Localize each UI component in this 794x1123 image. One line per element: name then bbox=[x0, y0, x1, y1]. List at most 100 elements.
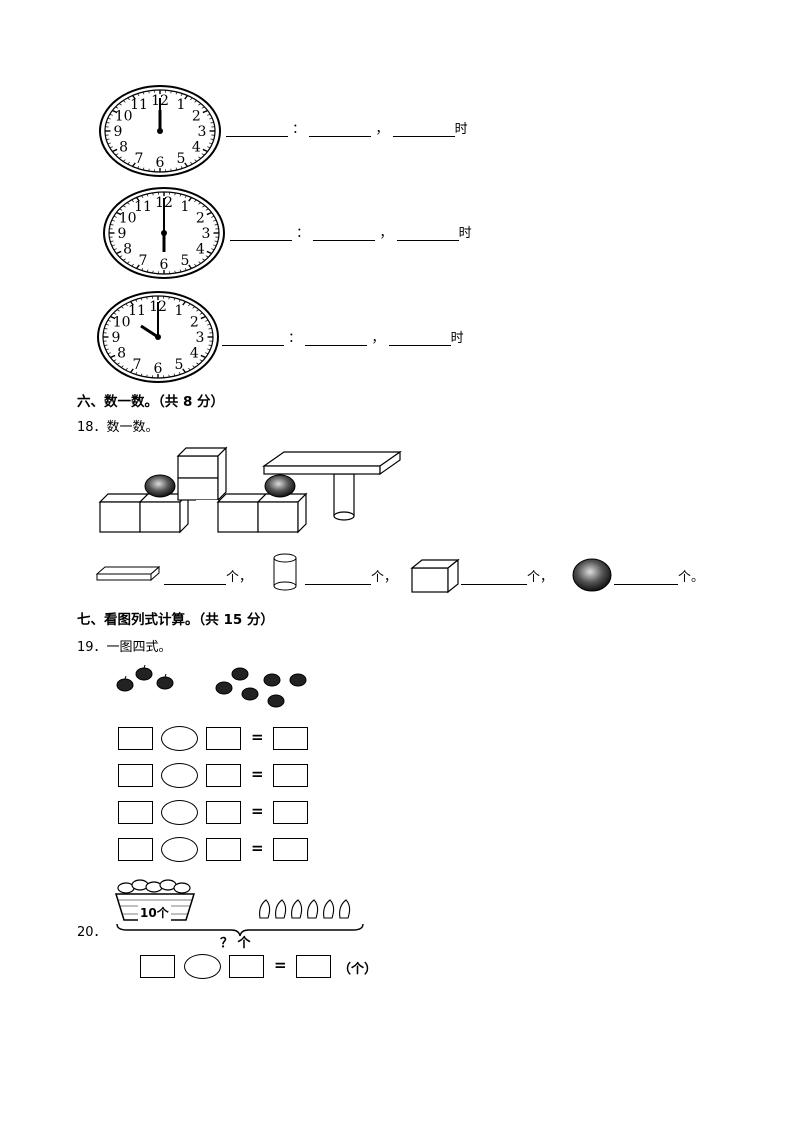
clock-tick bbox=[202, 148, 208, 153]
operator-oval[interactable] bbox=[161, 726, 198, 751]
clock-tick bbox=[182, 301, 187, 306]
answer-box[interactable] bbox=[118, 727, 153, 750]
clock-numeral: 2 bbox=[192, 109, 201, 125]
answer-box[interactable] bbox=[206, 838, 241, 861]
clock-numeral: 1 bbox=[175, 303, 184, 319]
total-question: ？ 个 bbox=[220, 936, 251, 951]
clock-tick bbox=[126, 261, 130, 264]
cube-icon bbox=[410, 558, 460, 594]
clock-tick bbox=[196, 309, 200, 312]
clock-tick bbox=[116, 362, 120, 365]
clock-tick bbox=[199, 312, 203, 315]
clock-tick bbox=[206, 250, 212, 255]
clock-numeral: 2 bbox=[190, 315, 199, 331]
clock-numeral: 6 bbox=[156, 155, 165, 171]
clock-tick bbox=[141, 195, 144, 198]
operator-oval[interactable] bbox=[161, 800, 198, 825]
clock-tick bbox=[184, 195, 187, 198]
clock-tick bbox=[180, 93, 183, 96]
clock-numeral: 3 bbox=[196, 330, 205, 346]
section-6-title: 六、数一数。（共 8 分） bbox=[77, 394, 225, 410]
answer-box[interactable] bbox=[206, 727, 241, 750]
clock-tick bbox=[104, 328, 108, 330]
clock-tick bbox=[152, 192, 154, 196]
clock-tick bbox=[207, 323, 211, 326]
clock-tick bbox=[208, 328, 212, 330]
clock-numeral: 10 bbox=[119, 211, 137, 227]
clock-tick bbox=[141, 268, 144, 271]
clock-tick bbox=[119, 208, 123, 211]
clock-tick bbox=[174, 270, 176, 274]
clock-tick bbox=[107, 117, 111, 120]
unit-label: （个） bbox=[338, 962, 378, 977]
clock-tick bbox=[207, 348, 211, 351]
clock-numeral: 11 bbox=[134, 199, 152, 215]
answer-box[interactable] bbox=[229, 955, 264, 978]
clock-numeral: 6 bbox=[160, 257, 169, 273]
clock-tick bbox=[188, 367, 191, 371]
count-ball-answer: 个。 bbox=[614, 566, 704, 585]
answer-box[interactable] bbox=[273, 838, 308, 861]
clock-numeral: 9 bbox=[112, 330, 121, 346]
clock-tick bbox=[200, 354, 206, 359]
answer-box[interactable] bbox=[273, 764, 308, 787]
clock-tick bbox=[170, 168, 172, 172]
clock-tick bbox=[179, 193, 182, 197]
clock-numeral: 3 bbox=[202, 226, 211, 242]
operator-oval[interactable] bbox=[184, 954, 221, 979]
clock-tick bbox=[113, 248, 117, 251]
clock-tick bbox=[140, 297, 143, 301]
slab-icon bbox=[95, 565, 161, 582]
clock-tick bbox=[201, 106, 205, 109]
cylinder-icon bbox=[273, 553, 297, 591]
equals-sign: = bbox=[274, 956, 287, 974]
clock-tick bbox=[140, 373, 143, 377]
clock-tick bbox=[118, 156, 122, 159]
clock-tick bbox=[180, 166, 183, 169]
clock-numeral: 8 bbox=[117, 346, 126, 362]
clock-tick bbox=[107, 352, 111, 355]
clock-tick bbox=[106, 122, 110, 124]
answer-box[interactable] bbox=[140, 955, 175, 978]
answer-box[interactable] bbox=[273, 727, 308, 750]
clock-tick bbox=[146, 269, 149, 273]
clock-tick bbox=[109, 113, 113, 116]
clock-tick bbox=[194, 159, 198, 162]
operator-oval[interactable] bbox=[161, 763, 198, 788]
clock-tick bbox=[168, 296, 170, 300]
clock-tick bbox=[207, 146, 211, 149]
answer-box[interactable] bbox=[206, 764, 241, 787]
answer-box[interactable] bbox=[118, 801, 153, 824]
clock-tick bbox=[110, 224, 114, 226]
answer-box[interactable] bbox=[118, 764, 153, 787]
clock-tick bbox=[190, 97, 193, 101]
clock-tick bbox=[135, 197, 140, 202]
clock-tick bbox=[113, 312, 117, 315]
clock-tick bbox=[178, 372, 181, 375]
clock-numeral: 8 bbox=[123, 242, 132, 258]
block-structure-figure bbox=[98, 446, 402, 534]
section-7-title: 七、看图列式计算。（共 15 分） bbox=[77, 612, 274, 628]
clock-tick bbox=[129, 368, 134, 373]
equals-sign: = bbox=[251, 765, 264, 783]
answer-box[interactable] bbox=[273, 801, 308, 824]
clock-tick bbox=[131, 95, 136, 100]
clock-tick bbox=[113, 359, 117, 362]
clock-tick bbox=[116, 250, 122, 255]
clock-numeral: 3 bbox=[198, 124, 207, 140]
clock-tick bbox=[192, 365, 196, 368]
clock-tick bbox=[125, 303, 128, 307]
clock-tick bbox=[207, 113, 211, 116]
clock-tick bbox=[208, 344, 212, 346]
operator-oval[interactable] bbox=[161, 837, 198, 862]
clock-tick bbox=[111, 219, 115, 222]
clock-numeral: 9 bbox=[114, 124, 123, 140]
clock-tick bbox=[196, 362, 200, 365]
clock-tick bbox=[125, 367, 128, 371]
clock-tick bbox=[184, 162, 189, 167]
clock-tick bbox=[188, 303, 191, 307]
answer-box[interactable] bbox=[118, 838, 153, 861]
answer-box[interactable] bbox=[296, 955, 331, 978]
answer-box[interactable] bbox=[206, 801, 241, 824]
clock-tick bbox=[127, 161, 130, 165]
